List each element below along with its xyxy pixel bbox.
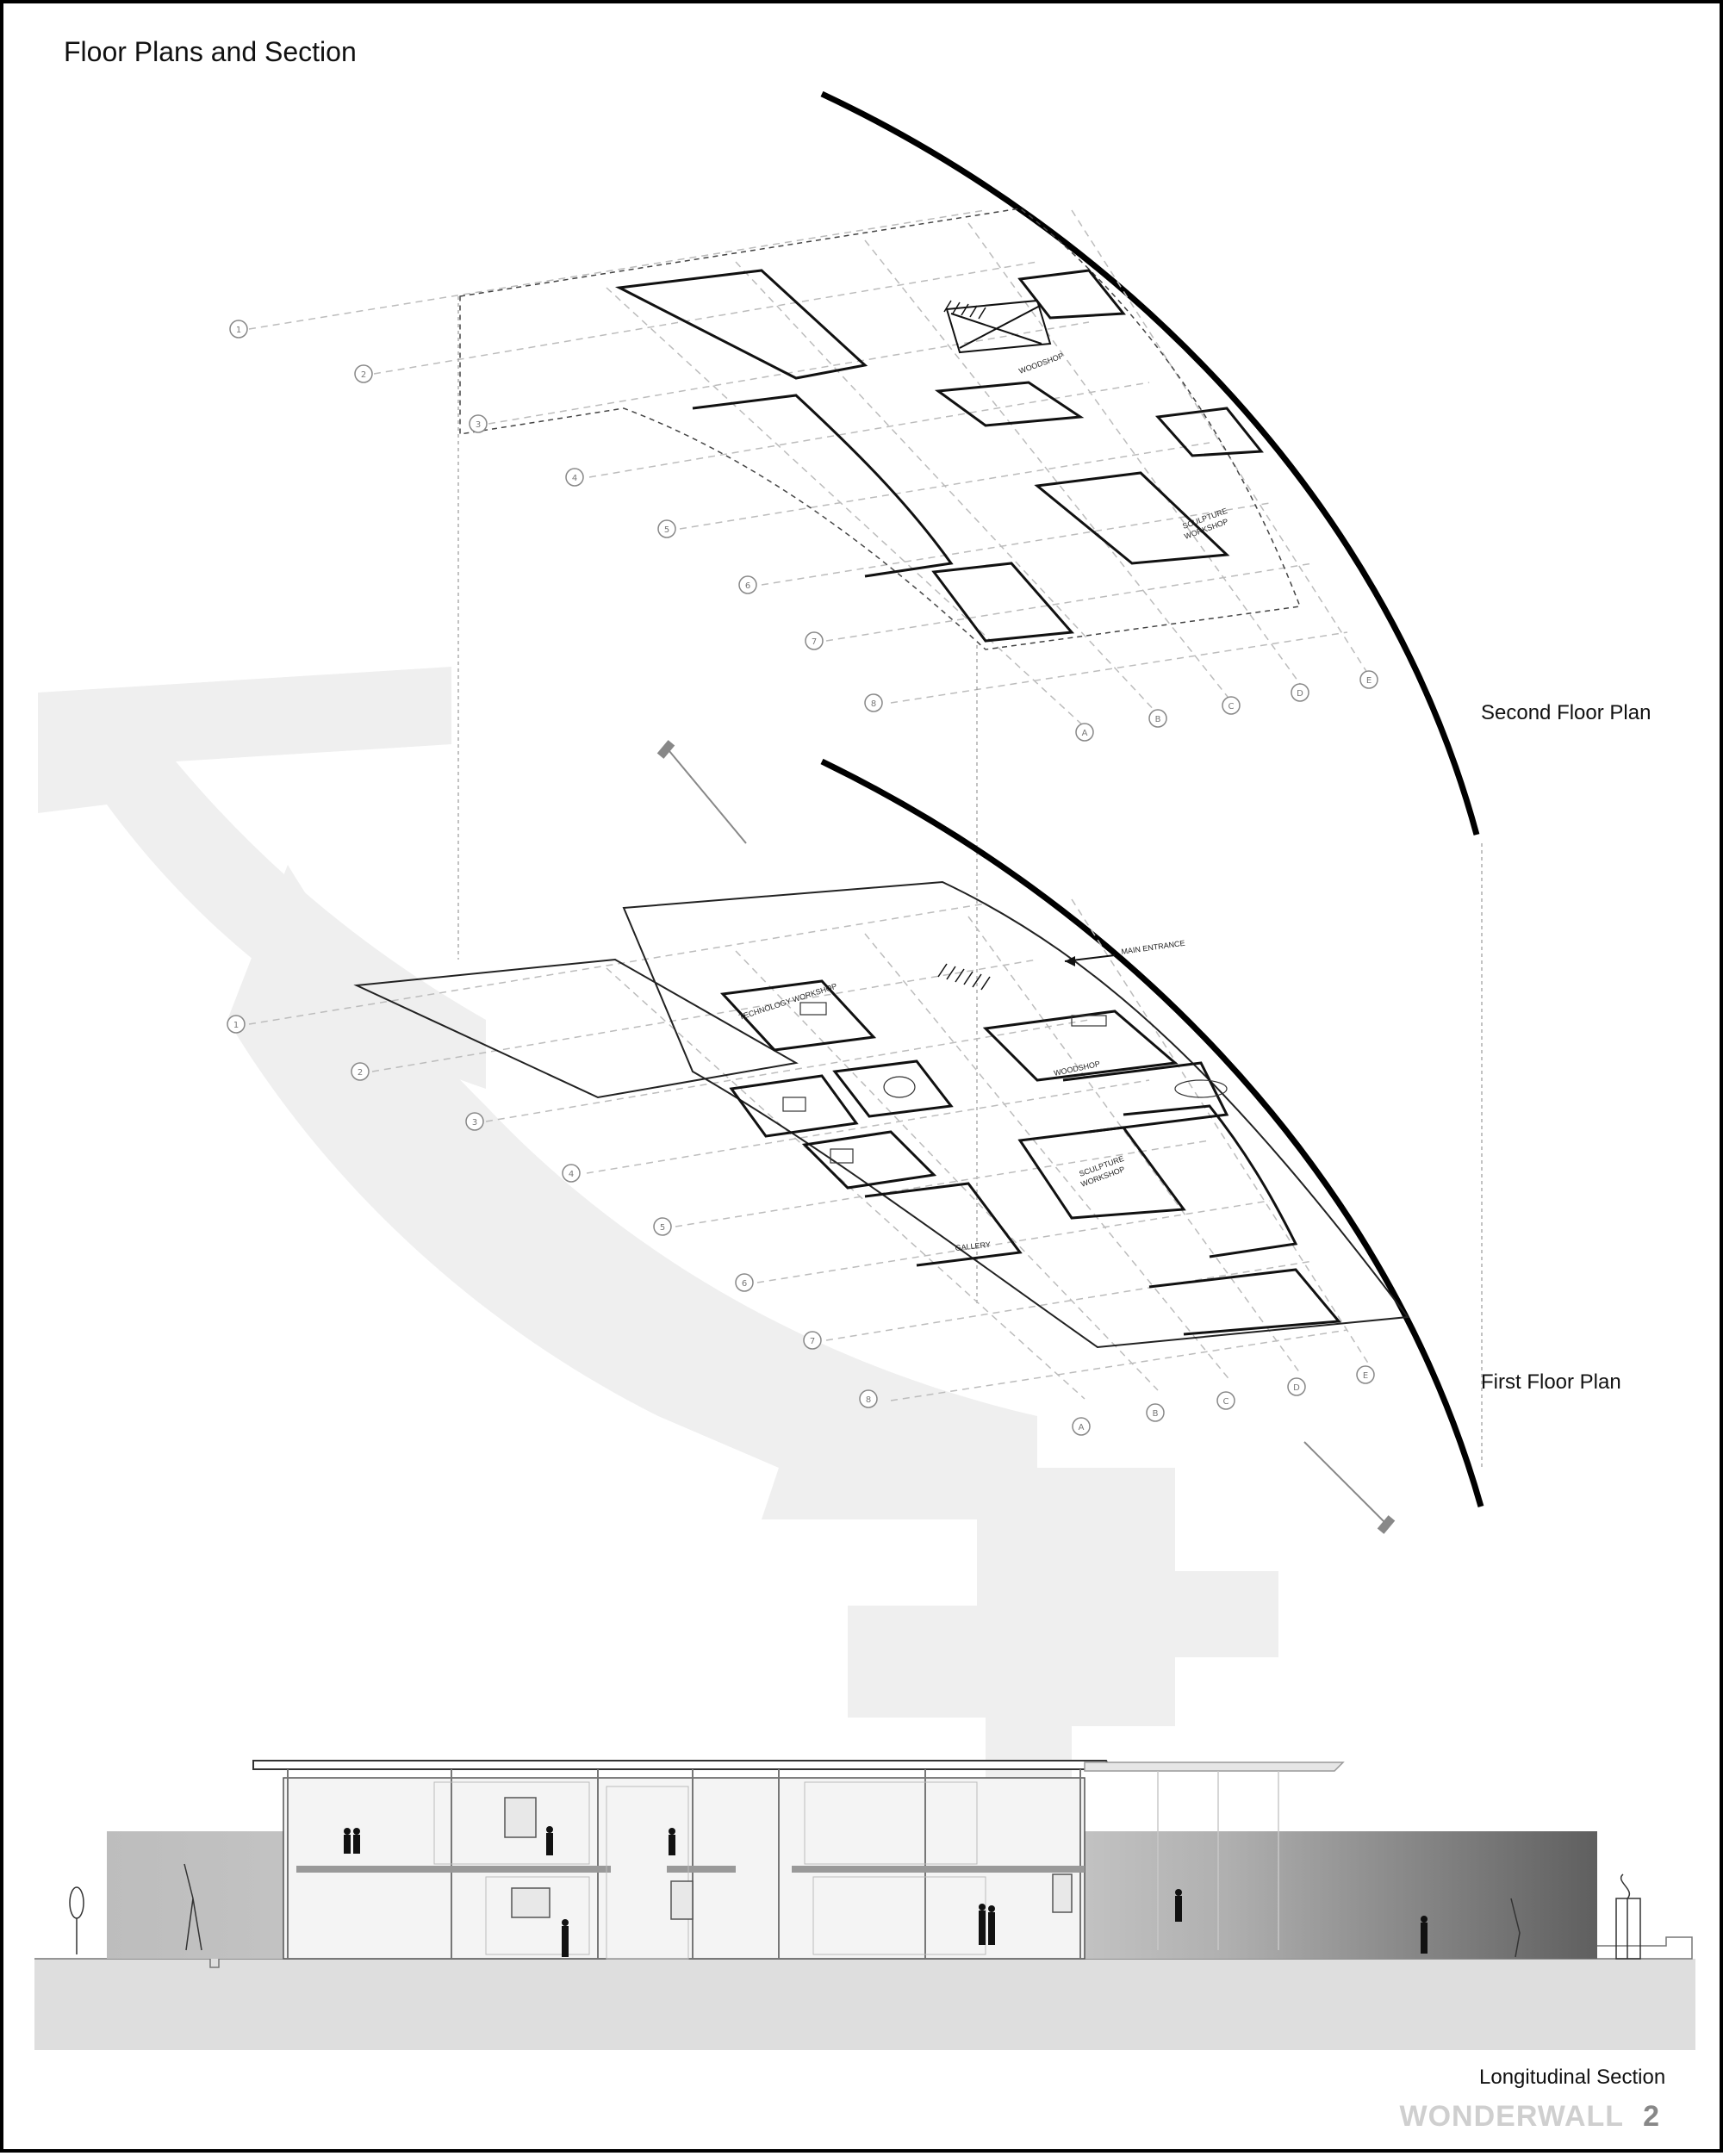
brand-mark: WONDERWALL 2 [1400,2100,1660,2134]
sheet-title: Floor Plans and Section [64,36,357,67]
section-ground [34,1959,1695,2050]
grid-label-1f-E: E [1363,1371,1368,1381]
grid-label-1f-6: 6 [742,1279,747,1289]
grid-label-2f-A: A [1082,729,1088,738]
longitudinal-section [34,1760,1695,2050]
grid-label-1f-D: D [1293,1383,1300,1393]
grid-label-2f-8: 8 [871,699,876,709]
grid-label-2f-4: 4 [572,474,577,483]
grid-label-1f-1: 1 [233,1021,239,1030]
view-label-section: Longitudinal Section [1479,2066,1666,2089]
page-number: 2 [1643,2100,1659,2133]
grid-label-2f-7: 7 [812,637,817,647]
grid-label-2f-3: 3 [476,420,481,430]
grid-label-1f-7: 7 [810,1337,815,1346]
grid-label-1f-3: 3 [472,1118,477,1128]
grid-label-2f-1: 1 [236,326,241,335]
curved-wall-lower [820,758,1484,1507]
site-shadow [38,667,1278,1830]
grid-label-2f-C: C [1228,702,1235,711]
grid-label-2f-D: D [1297,689,1303,699]
room-label-main-entrance: MAIN ENTRANCE [1121,939,1185,956]
grid-label-2f-E: E [1366,676,1372,686]
room-label-woodshop-2f: WOODSHOP [1017,351,1065,376]
grid-label-1f-B: B [1153,1409,1159,1419]
first-floor-plan: MAIN ENTRANCE TECHNOLOGY WORKSHOP WOODSH… [248,740,1484,1534]
grid-label-1f-2: 2 [358,1068,363,1078]
room-label-gallery: GALLERY [955,1240,991,1252]
grid-label-2f-B: B [1155,715,1161,724]
grid-bubble-labels: 1 2 3 4 5 6 7 8 A B C D E 1 2 3 4 5 6 7 … [233,326,1372,1432]
grid-label-2f-2: 2 [361,370,366,380]
second-floor-plan: WOODSHOP SCULPTURE WORKSHOP [248,90,1483,1468]
curved-wall-upper [820,90,1480,836]
view-label-second-floor: Second Floor Plan [1481,701,1651,724]
grid-bubbles [227,320,1378,1436]
grid-label-1f-4: 4 [569,1170,574,1179]
grid-label-2f-5: 5 [664,525,669,535]
grid-label-1f-8: 8 [866,1395,871,1405]
drawing-canvas: WOODSHOP SCULPTURE WORKSHOP [34,90,1695,2050]
grid-label-1f-5: 5 [660,1223,665,1233]
view-label-first-floor: First Floor Plan [1481,1370,1621,1394]
brand-name: WONDERWALL [1399,2100,1625,2133]
grid-label-1f-C: C [1223,1397,1229,1407]
grid-label-2f-6: 6 [745,581,750,591]
grid-label-1f-A: A [1079,1423,1085,1432]
room-label-technology-workshop: TECHNOLOGY WORKSHOP [738,982,838,1022]
